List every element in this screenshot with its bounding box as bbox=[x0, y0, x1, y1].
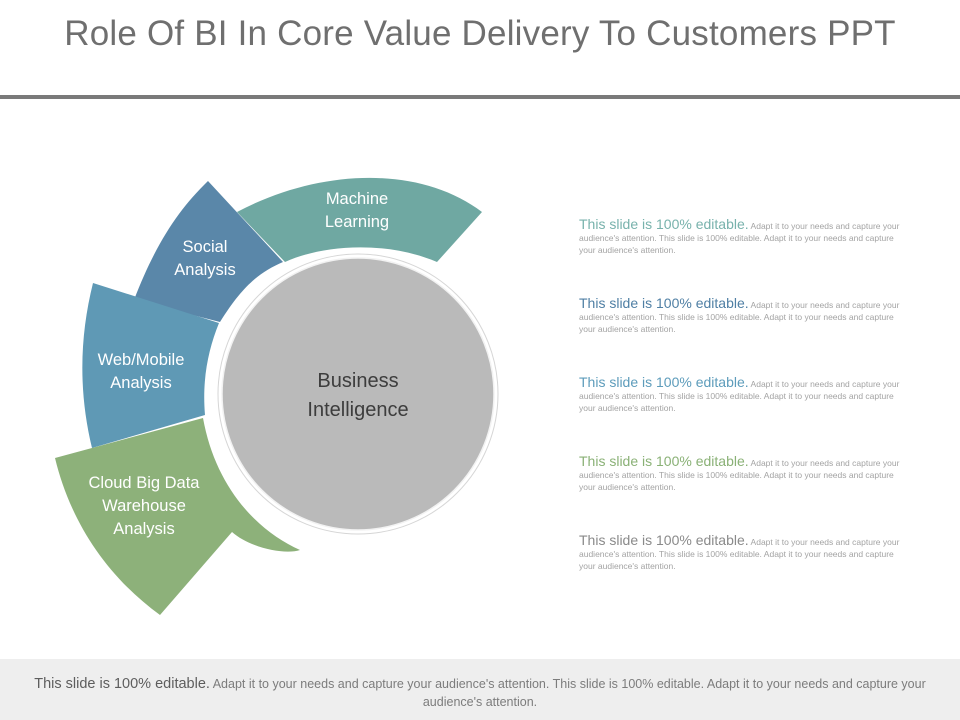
segment-machine-learning bbox=[237, 177, 482, 262]
center-circle bbox=[221, 257, 495, 531]
segment-label-social-analysis-1: Social bbox=[183, 238, 228, 256]
description-body: Adapt it to your needs and capture your … bbox=[579, 221, 900, 255]
segment-web-mobile-analysis bbox=[82, 283, 219, 448]
segment-label-machine-learning-1: Machine bbox=[326, 190, 388, 208]
segment-cloud-big-data bbox=[55, 418, 300, 615]
footer-text: This slide is 100% editable. Adapt it to… bbox=[16, 675, 944, 711]
description-block-5: This slide is 100% editable. Adapt it to… bbox=[579, 532, 909, 572]
segment-label-cloud-2: Warehouse bbox=[102, 497, 186, 515]
description-heading: This slide is 100% editable. bbox=[579, 374, 749, 390]
footer-bar: This slide is 100% editable. Adapt it to… bbox=[0, 659, 960, 720]
footer-heading: This slide is 100% editable. bbox=[34, 676, 210, 692]
description-heading: This slide is 100% editable. bbox=[579, 532, 749, 548]
segment-label-cloud-1: Cloud Big Data bbox=[89, 474, 201, 492]
center-label-line2: Intelligence bbox=[307, 399, 408, 421]
description-heading: This slide is 100% editable. bbox=[579, 453, 749, 469]
description-block-3: This slide is 100% editable. Adapt it to… bbox=[579, 374, 909, 414]
footer-body: Adapt it to your needs and capture your … bbox=[209, 677, 926, 709]
description-heading: This slide is 100% editable. bbox=[579, 216, 749, 232]
description-block-2: This slide is 100% editable. Adapt it to… bbox=[579, 295, 909, 335]
description-heading: This slide is 100% editable. bbox=[579, 295, 749, 311]
description-body: Adapt it to your needs and capture your … bbox=[579, 537, 900, 571]
segment-social-analysis bbox=[134, 181, 283, 322]
description-block-4: This slide is 100% editable. Adapt it to… bbox=[579, 453, 909, 493]
bi-diagram: Business Intelligence Machine Learning S… bbox=[55, 177, 499, 615]
segment-label-web-mobile-1: Web/Mobile bbox=[98, 351, 185, 369]
description-body: Adapt it to your needs and capture your … bbox=[579, 300, 900, 334]
center-label-line1: Business bbox=[317, 370, 398, 392]
description-block-1: This slide is 100% editable. Adapt it to… bbox=[579, 216, 909, 256]
description-body: Adapt it to your needs and capture your … bbox=[579, 379, 900, 413]
segment-label-cloud-3: Analysis bbox=[113, 520, 174, 538]
description-body: Adapt it to your needs and capture your … bbox=[579, 458, 900, 492]
title-divider bbox=[0, 95, 960, 99]
segment-label-machine-learning-2: Learning bbox=[325, 213, 389, 231]
segment-label-social-analysis-2: Analysis bbox=[174, 261, 235, 279]
slide-title: Role Of BI In Core Value Delivery To Cus… bbox=[64, 14, 896, 53]
segment-label-web-mobile-2: Analysis bbox=[110, 374, 171, 392]
